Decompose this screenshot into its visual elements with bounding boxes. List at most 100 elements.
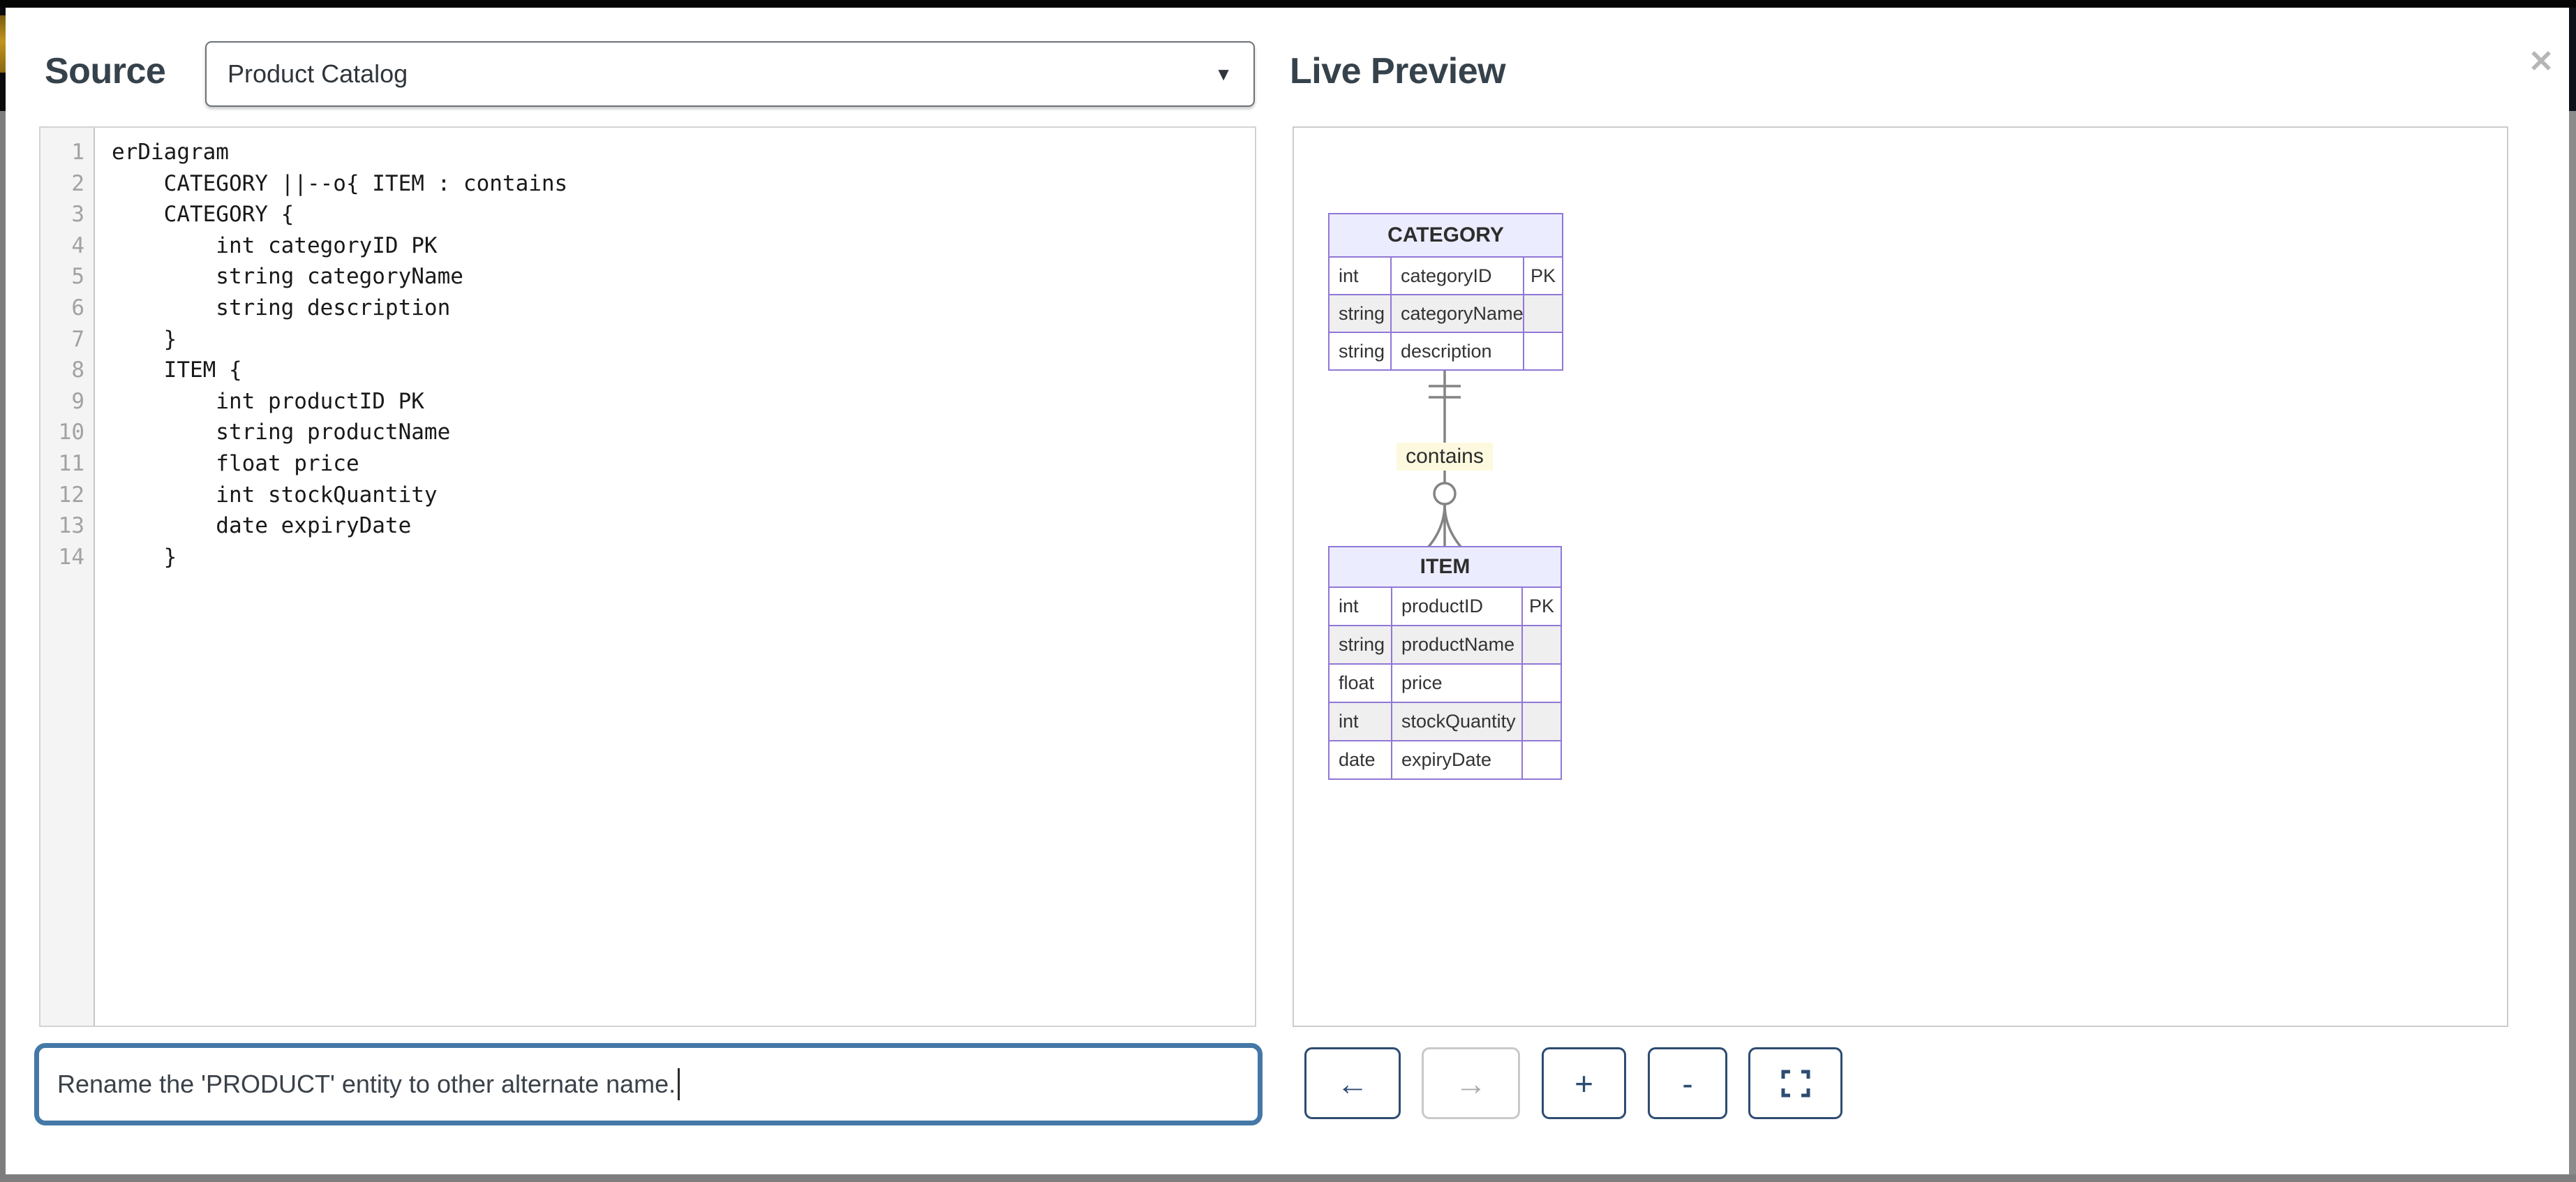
attr-name: productID bbox=[1391, 586, 1523, 626]
fullscreen-button[interactable] bbox=[1748, 1047, 1842, 1119]
attr-key bbox=[1521, 702, 1563, 741]
line-number: 4 bbox=[71, 232, 84, 258]
code-line: 8 ITEM { bbox=[40, 355, 1255, 386]
line-text: string categoryName bbox=[112, 264, 463, 290]
preview-panel-title: Live Preview bbox=[1290, 51, 1506, 91]
attr-name: categoryName bbox=[1390, 294, 1524, 333]
line-text: CATEGORY ||--o{ ITEM : contains bbox=[112, 170, 568, 196]
relationship-label: contains bbox=[1397, 443, 1493, 471]
attr-key bbox=[1521, 740, 1563, 780]
line-text: } bbox=[112, 544, 177, 570]
editor-gutter bbox=[40, 128, 95, 1026]
attr-key bbox=[1522, 294, 1564, 333]
background-page-right-edge-gray bbox=[2569, 111, 2576, 1174]
attr-name: stockQuantity bbox=[1391, 702, 1523, 741]
attr-name: expiryDate bbox=[1391, 740, 1523, 780]
background-page-top-edge bbox=[0, 0, 2576, 8]
source-panel-title: Source bbox=[45, 51, 166, 91]
code-line: 4 int categoryID PK bbox=[40, 230, 1255, 262]
line-number: 2 bbox=[71, 170, 84, 196]
code-line: 2 CATEGORY ||--o{ ITEM : contains bbox=[40, 168, 1255, 200]
line-text: string description bbox=[112, 295, 451, 320]
line-number: 9 bbox=[71, 388, 84, 414]
arrow-left-icon: ← bbox=[1337, 1065, 1369, 1102]
entity-title: CATEGORY bbox=[1327, 213, 1564, 258]
attr-type: int bbox=[1328, 586, 1392, 626]
prompt-input-value: Rename the 'PRODUCT' entity to other alt… bbox=[57, 1070, 676, 1098]
zoom-in-button[interactable]: + bbox=[1542, 1047, 1626, 1119]
line-number: 1 bbox=[71, 140, 84, 165]
close-button[interactable]: ✕ bbox=[2519, 40, 2563, 82]
attr-name: description bbox=[1390, 332, 1524, 371]
attr-type: string bbox=[1328, 625, 1392, 665]
minus-icon: - bbox=[1682, 1065, 1693, 1102]
attr-type: int bbox=[1328, 256, 1392, 295]
code-line: 6 string description bbox=[40, 293, 1255, 324]
line-text: } bbox=[112, 326, 177, 352]
chevron-down-icon: ▼ bbox=[1214, 63, 1233, 84]
background-page-logo-fragment bbox=[0, 15, 6, 73]
line-text: int stockQuantity bbox=[112, 482, 438, 508]
entity-table-category: CATEGORY int categoryID PK string catego… bbox=[1327, 213, 1564, 371]
code-line: 5 string categoryName bbox=[40, 261, 1255, 293]
line-number: 14 bbox=[58, 544, 84, 570]
code-line: 7 } bbox=[40, 324, 1255, 355]
attr-name: price bbox=[1391, 663, 1523, 703]
background-page-bottom-edge bbox=[0, 1174, 2576, 1182]
background-page-left-edge-gray bbox=[0, 111, 6, 1174]
diagram-select-value: Product Catalog bbox=[228, 59, 408, 88]
text-cursor bbox=[678, 1068, 680, 1100]
code-line: 9 int productID PK bbox=[40, 386, 1255, 418]
line-text: date expiryDate bbox=[112, 513, 412, 539]
entity-table-item: ITEM int productID PK string productName… bbox=[1327, 546, 1563, 780]
fullscreen-icon bbox=[1781, 1070, 1810, 1097]
attr-name: productName bbox=[1391, 625, 1523, 665]
line-number: 5 bbox=[71, 264, 84, 290]
line-number: 11 bbox=[58, 450, 84, 476]
line-text: erDiagram bbox=[112, 140, 229, 165]
relationship-line-contains bbox=[1427, 369, 1462, 547]
attr-key bbox=[1522, 332, 1564, 371]
line-text: ITEM { bbox=[112, 357, 242, 383]
code-line: 1 erDiagram bbox=[40, 137, 1255, 168]
line-number: 6 bbox=[71, 295, 84, 320]
line-text: float price bbox=[112, 450, 359, 476]
attr-key: PK bbox=[1522, 256, 1564, 295]
line-number: 8 bbox=[71, 357, 84, 383]
code-line: 11 float price bbox=[40, 448, 1255, 480]
arrow-right-icon: → bbox=[1454, 1065, 1487, 1102]
line-text: int categoryID PK bbox=[112, 232, 438, 258]
line-number: 7 bbox=[71, 326, 84, 352]
diagram-select[interactable]: Product Catalog ▼ bbox=[205, 41, 1255, 107]
plus-icon: + bbox=[1574, 1065, 1593, 1102]
line-text: int productID PK bbox=[112, 388, 424, 414]
attr-type: date bbox=[1328, 740, 1392, 780]
background-page-right-edge bbox=[2569, 8, 2576, 111]
attr-type: string bbox=[1328, 332, 1392, 371]
editor-lines: 1 erDiagram 2 CATEGORY ||--o{ ITEM : cont… bbox=[40, 137, 1255, 572]
attr-type: int bbox=[1328, 702, 1392, 741]
entity-title: ITEM bbox=[1327, 546, 1563, 588]
history-forward-button[interactable]: → bbox=[1422, 1047, 1520, 1119]
attr-type: float bbox=[1328, 663, 1392, 703]
line-number: 13 bbox=[58, 513, 84, 539]
line-text: CATEGORY { bbox=[112, 202, 295, 228]
line-text: string productName bbox=[112, 420, 451, 445]
line-number: 10 bbox=[58, 420, 84, 445]
line-number: 12 bbox=[58, 482, 84, 508]
code-line: 14 } bbox=[40, 542, 1255, 573]
prompt-input[interactable]: Rename the 'PRODUCT' entity to other alt… bbox=[34, 1043, 1263, 1125]
zoom-out-button[interactable]: - bbox=[1648, 1047, 1727, 1119]
code-line: 13 date expiryDate bbox=[40, 510, 1255, 542]
code-editor[interactable]: 1 erDiagram 2 CATEGORY ||--o{ ITEM : cont… bbox=[39, 126, 1256, 1027]
attr-name: categoryID bbox=[1390, 256, 1524, 295]
attr-type: string bbox=[1328, 294, 1392, 333]
code-line: 12 int stockQuantity bbox=[40, 480, 1255, 511]
code-line: 10 string productName bbox=[40, 417, 1255, 448]
attr-key: PK bbox=[1521, 586, 1563, 626]
attr-key bbox=[1521, 663, 1563, 703]
history-back-button[interactable]: ← bbox=[1304, 1047, 1401, 1119]
close-icon: ✕ bbox=[2528, 44, 2554, 79]
code-line: 3 CATEGORY { bbox=[40, 199, 1255, 230]
